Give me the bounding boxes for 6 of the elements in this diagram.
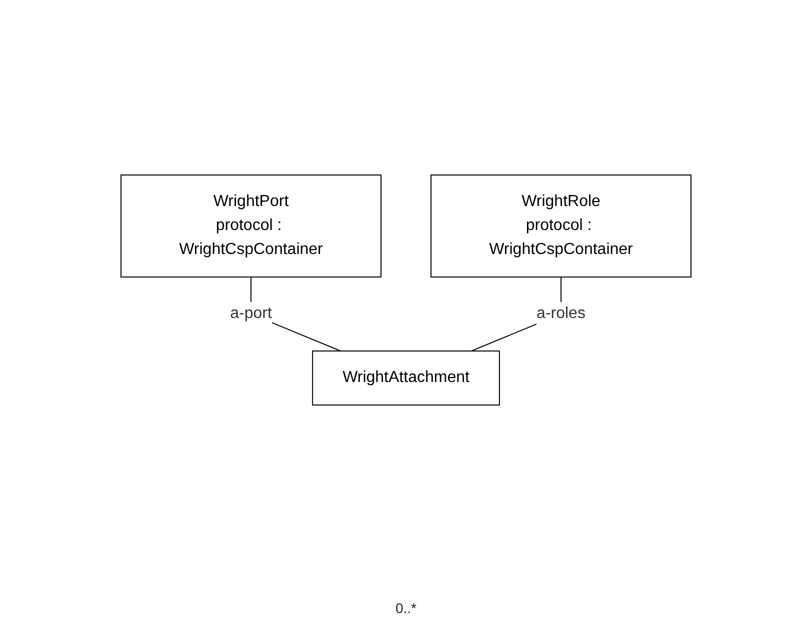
- multiplicity-label: 0..*: [395, 600, 416, 616]
- node-box: WrightAttachment: [312, 350, 500, 406]
- node-box: WrightRole protocol : WrightCspContainer: [430, 174, 692, 278]
- edge-label: a-port: [230, 305, 272, 322]
- edge-label: a-roles: [536, 305, 586, 322]
- node-box: WrightPort protocol : WrightCspContainer: [120, 174, 382, 278]
